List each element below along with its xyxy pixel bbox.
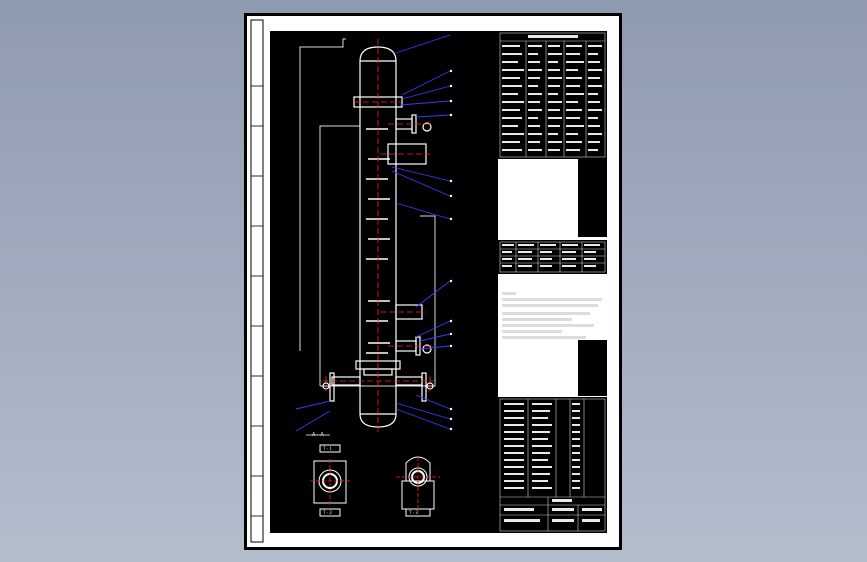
main-drawing-view[interactable]: A - A T - 1 T - 2 T - 3 <box>270 31 498 533</box>
technical-spec-table[interactable] <box>498 31 607 159</box>
technical-requirements-notes <box>502 288 608 388</box>
section-label-aa: A - A <box>312 432 324 438</box>
right-panel-block-lower <box>578 340 607 396</box>
nozzle-table[interactable] <box>498 240 607 274</box>
section-view-t1-label: T - 1 <box>323 446 332 451</box>
parts-list-table[interactable] <box>498 397 607 533</box>
binding-margin <box>247 16 267 547</box>
section-view-t2-label: T - 2 <box>323 510 332 515</box>
right-panel-block <box>578 159 607 237</box>
section-view-t3-label: T - 3 <box>409 510 418 515</box>
